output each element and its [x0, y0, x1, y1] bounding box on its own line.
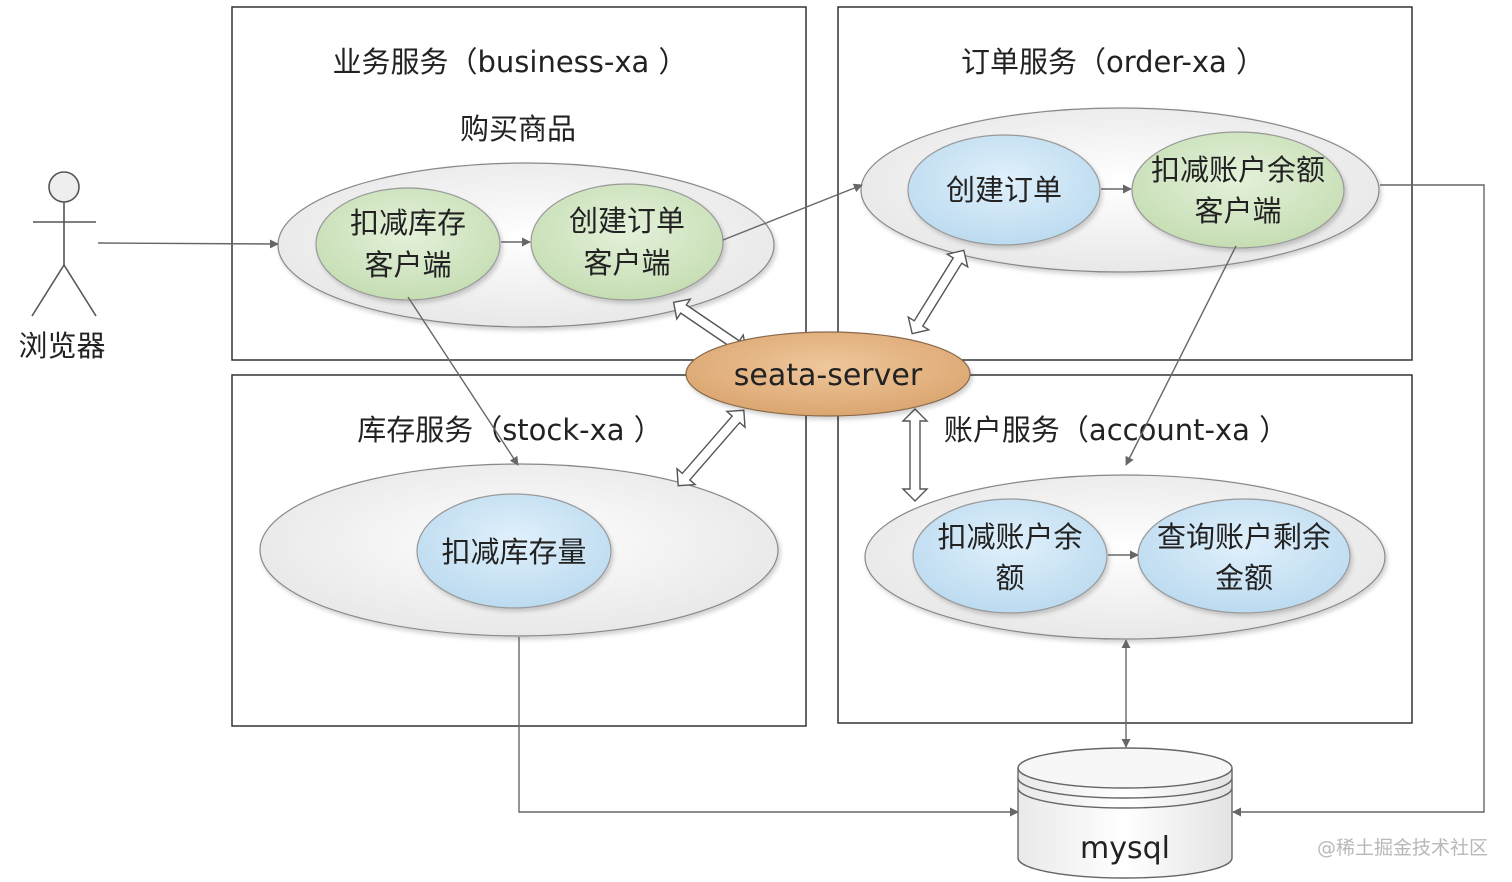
node-create-order-label: 创建订单	[946, 173, 1062, 207]
seata-server-label: seata-server	[734, 358, 923, 393]
account-service-title: 账户服务（account-xa ）	[944, 413, 1288, 447]
stock-service-title: 库存服务（stock-xa ）	[357, 413, 663, 447]
mysql-label: mysql	[1080, 831, 1170, 866]
business-service-subtitle: 购买商品	[460, 112, 576, 146]
actor-browser	[31, 171, 97, 317]
node-create-order-client-line2: 客户端	[583, 246, 670, 280]
arrow-balance-client-to-account	[1125, 245, 1237, 466]
node-deduct-stock-quantity-label: 扣减库存量	[441, 535, 586, 569]
node-create-order: 创建订单	[907, 134, 1101, 246]
mysql-database: mysql	[1017, 747, 1233, 879]
actor-label: 浏览器	[18, 329, 105, 363]
node-query-balance-line2: 金额	[1215, 561, 1273, 595]
node-deduct-balance-client-line2: 客户端	[1194, 194, 1281, 228]
seata-link-order	[907, 249, 969, 335]
node-create-order-client: 创建订单 客户端	[530, 183, 724, 301]
arrow-browser-to-business	[97, 239, 279, 249]
seata-link-stock	[676, 409, 746, 487]
business-service-title: 业务服务（business-xa ）	[332, 45, 687, 79]
node-deduct-balance: 扣减账户余 额	[912, 498, 1108, 614]
node-deduct-stock-client-line2: 客户端	[364, 248, 451, 282]
seata-links	[672, 249, 969, 502]
flow-arrows	[97, 183, 1485, 817]
node-query-balance-line1: 查询账户剩余	[1157, 520, 1331, 554]
arrow-create-client-to-order	[722, 183, 863, 241]
order-service-title: 订单服务（order-xa ）	[961, 45, 1265, 79]
arrow-stock-client-to-stock	[407, 296, 519, 466]
node-deduct-balance-client: 扣减账户余额 客户端	[1131, 131, 1345, 249]
node-create-order-client-line1: 创建订单	[569, 204, 685, 238]
arrow-order-to-mysql	[1232, 184, 1485, 817]
arrow-stock-to-mysql	[518, 637, 1019, 817]
node-deduct-stock-client-line1: 扣减库存	[350, 206, 466, 240]
node-deduct-stock-client: 扣减库存 客户端	[315, 187, 501, 301]
node-deduct-balance-line1: 扣减账户余	[937, 520, 1082, 554]
watermark: @稀土掘金技术社区	[1317, 837, 1488, 859]
actor-head-icon	[48, 171, 80, 203]
node-deduct-balance-line2: 额	[995, 561, 1024, 595]
node-query-balance: 查询账户剩余 金额	[1137, 498, 1351, 614]
node-deduct-balance-client-line1: 扣减账户余额	[1151, 153, 1325, 187]
seata-server-node: seata-server	[685, 331, 971, 417]
seata-link-account	[901, 408, 929, 502]
node-deduct-stock-quantity: 扣减库存量	[416, 493, 612, 609]
